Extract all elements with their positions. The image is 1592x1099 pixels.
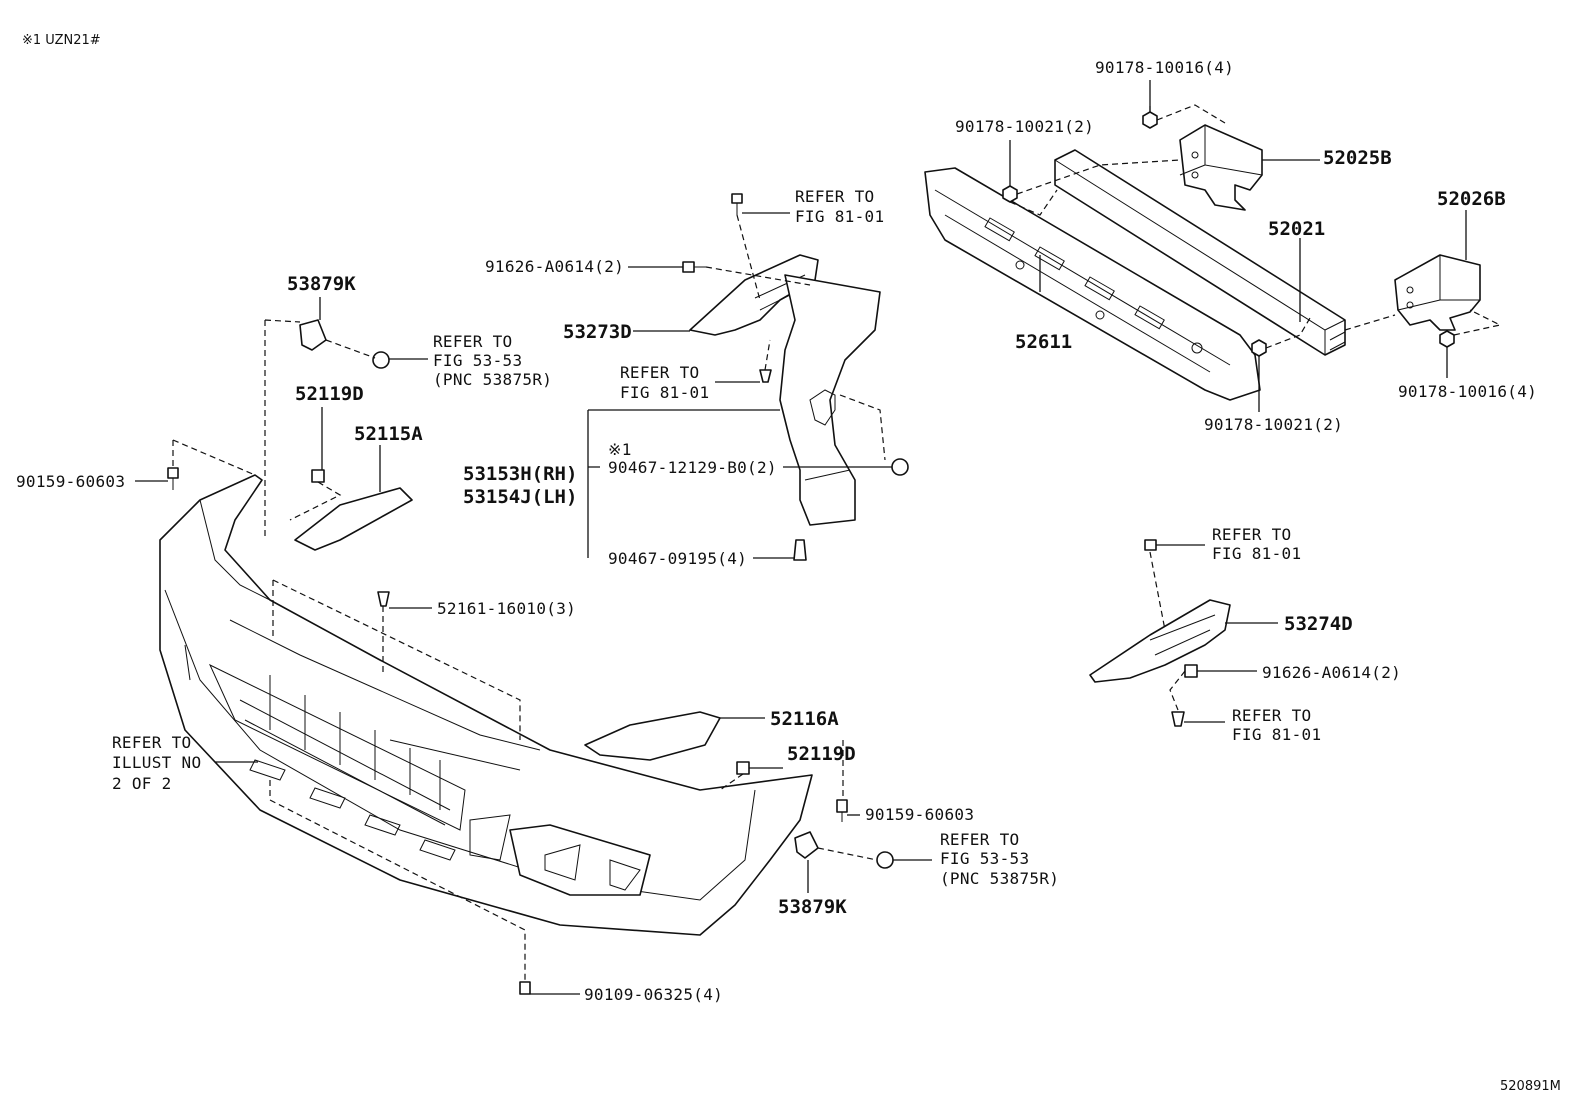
refer-fig53-top-line2: FIG 53-53 (433, 351, 522, 370)
bumper-reinforcement-drawing (924, 80, 1502, 412)
label-90178-10016-lower: 90178-10016(4) (1398, 382, 1537, 401)
refer-fig53-bot-line1: REFER TO (940, 830, 1019, 849)
label-52026B: 52026B (1437, 188, 1506, 210)
refer-fig81-right1-line1: REFER TO (1212, 525, 1291, 544)
label-52611: 52611 (1015, 331, 1072, 353)
label-90109-06325: 90109-06325(4) (584, 985, 723, 1004)
label-53153H: 53153H(RH) (463, 463, 577, 485)
label-90178-10016-upper: 90178-10016(4) (1095, 58, 1234, 77)
label-90467-09195: 90467-09195(4) (608, 549, 747, 568)
label-91626-A0614-upper: 91626-A0614(2) (485, 257, 624, 276)
refer-fig53-bot-line2: FIG 53-53 (940, 849, 1029, 868)
refer-fig53-top-line1: REFER TO (433, 332, 512, 351)
note-mark: ※1 (608, 440, 632, 459)
diagram-reference-number: 520891M (1500, 1079, 1561, 1094)
label-53274D: 53274D (1284, 613, 1353, 635)
label-52119D-upper: 52119D (295, 383, 364, 405)
refer-fig81-top-line2: FIG 81-01 (795, 207, 884, 226)
label-90159-60603-lower: 90159-60603 (865, 805, 974, 824)
label-53154J: 53154J(LH) (463, 486, 577, 508)
label-53273D: 53273D (563, 321, 632, 343)
refer-illust-line1: REFER TO (112, 733, 191, 752)
label-52116A: 52116A (770, 708, 839, 730)
refer-fig81-right1-line2: FIG 81-01 (1212, 544, 1301, 563)
label-52025B: 52025B (1323, 147, 1392, 169)
label-90178-10021-lower: 90178-10021(2) (1204, 415, 1343, 434)
refer-fig81-right2-line1: REFER TO (1232, 706, 1311, 725)
bumper-cover-drawing (135, 297, 932, 995)
label-52119D-lower: 52119D (787, 743, 856, 765)
header-note: ※1 UZN21# (22, 33, 101, 48)
refer-fig81-mid-line1: REFER TO (620, 363, 699, 382)
label-91626-A0614-lower: 91626-A0614(2) (1262, 663, 1401, 682)
refer-fig53-bot-line3: (PNC 53875R) (940, 869, 1059, 888)
label-53879K-upper: 53879K (287, 273, 356, 295)
label-52161-16010: 52161-16010(3) (437, 599, 576, 618)
refer-fig53-top-line3: (PNC 53875R) (433, 370, 552, 389)
label-90178-10021-upper: 90178-10021(2) (955, 117, 1094, 136)
refer-fig81-mid-line2: FIG 81-01 (620, 383, 709, 402)
label-53879K-lower: 53879K (778, 896, 847, 918)
label-52021: 52021 (1268, 218, 1325, 240)
label-90159-60603-left: 90159-60603 (16, 472, 125, 491)
label-90467-12129: 90467-12129-B0(2) (608, 458, 777, 477)
refer-fig81-right2-line2: FIG 81-01 (1232, 725, 1321, 744)
side-support-drawing (587, 193, 909, 561)
refer-illust-line2: ILLUST NO (112, 753, 201, 772)
side-support-rh-drawing (1089, 539, 1278, 727)
label-52115A: 52115A (354, 423, 423, 445)
refer-illust-line3: 2 OF 2 (112, 774, 172, 793)
refer-fig81-top-line1: REFER TO (795, 187, 874, 206)
